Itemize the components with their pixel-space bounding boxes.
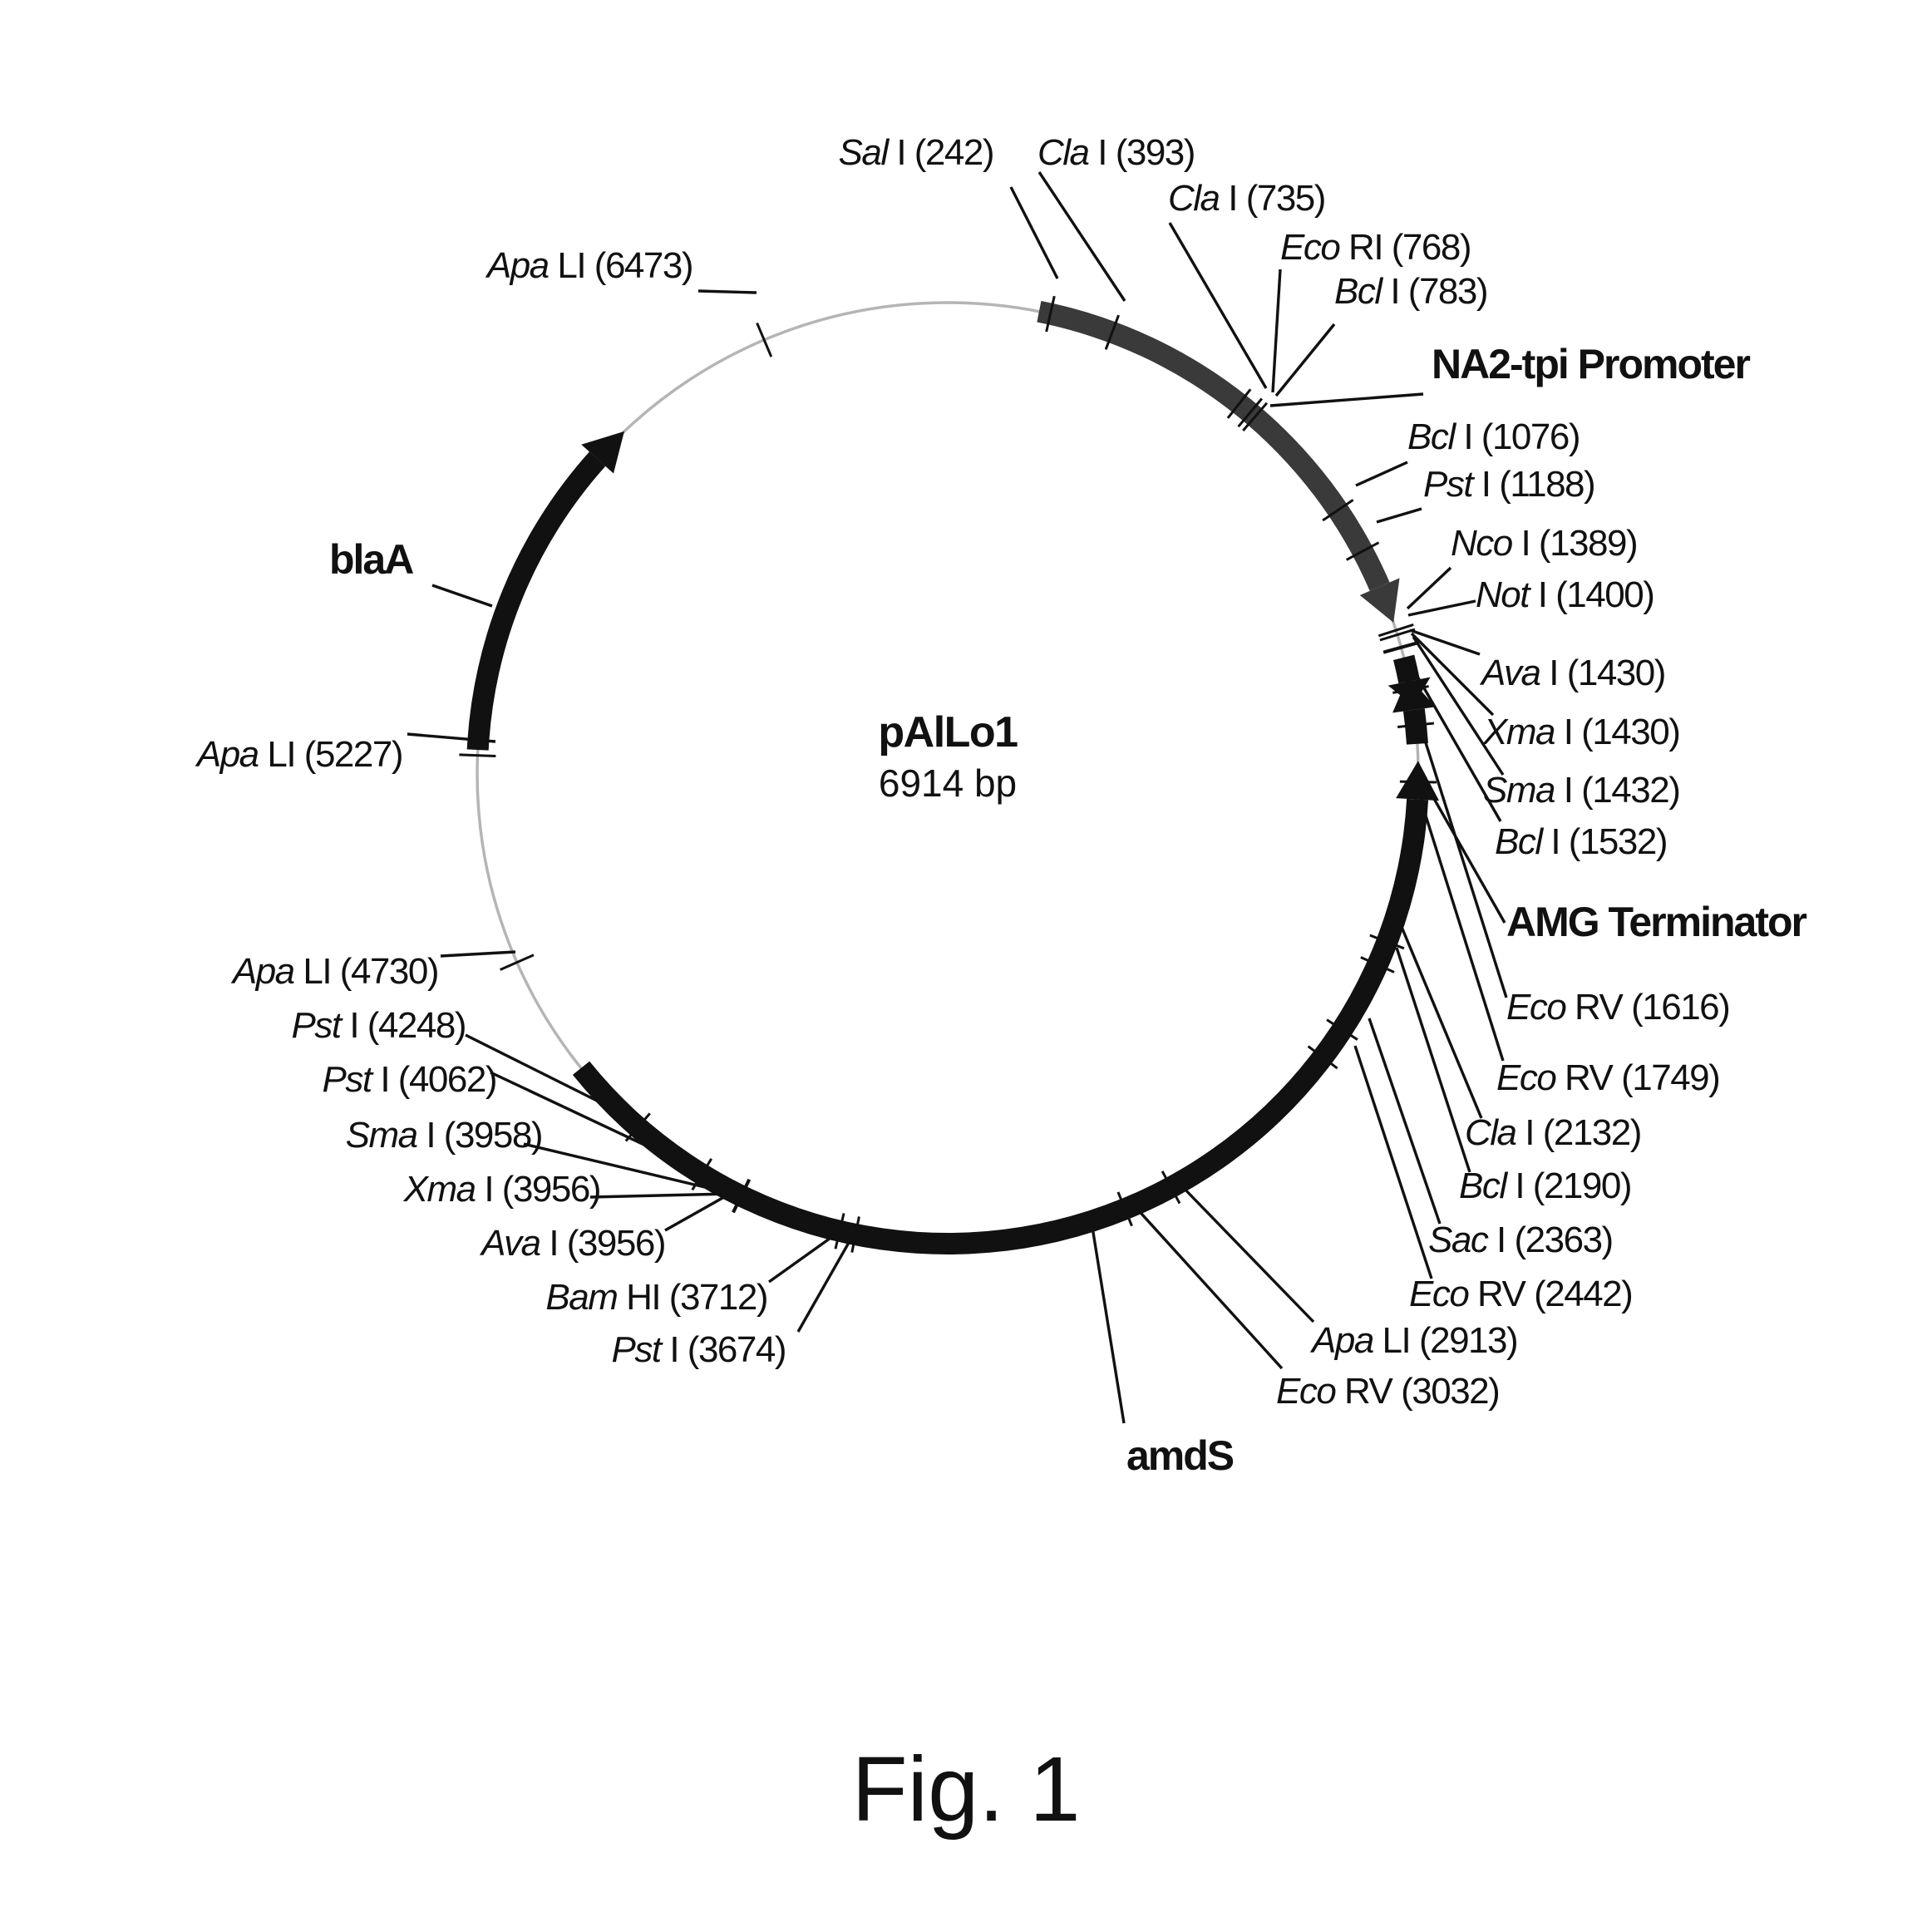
site-label: Not I (1400)	[1476, 574, 1654, 615]
site-tick	[757, 323, 771, 357]
site-label: Xma I (3956)	[403, 1169, 600, 1210]
site-label: Sma I (3958)	[346, 1115, 542, 1156]
site-label: Cla I (735)	[1168, 178, 1325, 219]
site-label: Eco RV (2442)	[1409, 1274, 1632, 1314]
site-label: Pst I (3674)	[612, 1329, 786, 1370]
site-tick	[1400, 781, 1437, 782]
feature-label-blaa: blaA	[329, 536, 492, 606]
site-label: Pst I (4248)	[292, 1005, 466, 1046]
site-label: Sac I (2363)	[1428, 1220, 1613, 1260]
feature-label-amds: amdS	[1091, 1217, 1234, 1479]
site-tick	[459, 755, 495, 757]
svg-text:blaA: blaA	[329, 536, 413, 583]
feature-arc	[1037, 301, 1389, 591]
feature-label-promoter: NA2-tpi Promoter	[1270, 341, 1750, 406]
feature-arc	[1393, 655, 1420, 684]
site-label: Bcl I (783)	[1334, 271, 1487, 312]
svg-text:NA2-tpi Promoter: NA2-tpi Promoter	[1432, 341, 1750, 387]
site-label: Apa LI (2913)	[1309, 1320, 1517, 1361]
site-label: Bcl I (2190)	[1459, 1166, 1631, 1206]
site-label: Eco RV (1749)	[1496, 1057, 1719, 1098]
site-label: Eco RV (1616)	[1506, 987, 1729, 1028]
site-label: Xma I (1430)	[1482, 712, 1679, 752]
site-label: Eco RV (3032)	[1276, 1371, 1499, 1412]
site-label: Bam HI (3712)	[545, 1277, 767, 1318]
site-label: Apa LI (5227)	[195, 734, 402, 775]
site-label: Apa LI (4730)	[230, 951, 438, 992]
site-label: Sma I (1432)	[1483, 770, 1679, 811]
site-label: Cla I (393)	[1037, 132, 1195, 173]
site-label: Nco I (1389)	[1451, 523, 1637, 564]
site-label: Pst I (4062)	[323, 1059, 496, 1100]
site-label: Bcl I (1532)	[1495, 821, 1667, 862]
site-label: Cla I (2132)	[1465, 1112, 1641, 1153]
site-label: Eco RI (768)	[1280, 227, 1471, 268]
site-label: Apa LI (6473)	[485, 245, 692, 286]
site-tick	[500, 955, 534, 970]
svg-text:amdS: amdS	[1126, 1432, 1234, 1479]
site-label: Pst I (1188)	[1423, 464, 1594, 505]
figure-caption: Fig. 1	[851, 1738, 1080, 1841]
plasmid-size: 6914 bp	[879, 761, 1017, 805]
plasmid-name: pAlLo1	[878, 708, 1018, 757]
site-label: Ava I (3956)	[479, 1223, 665, 1264]
svg-text:AMG Terminator: AMG Terminator	[1506, 899, 1807, 945]
site-label: Ava I (1430)	[1479, 653, 1665, 693]
feature-arc	[467, 451, 606, 750]
site-label: Sal I (242)	[839, 132, 993, 173]
site-label: Bcl I (1076)	[1407, 416, 1580, 457]
